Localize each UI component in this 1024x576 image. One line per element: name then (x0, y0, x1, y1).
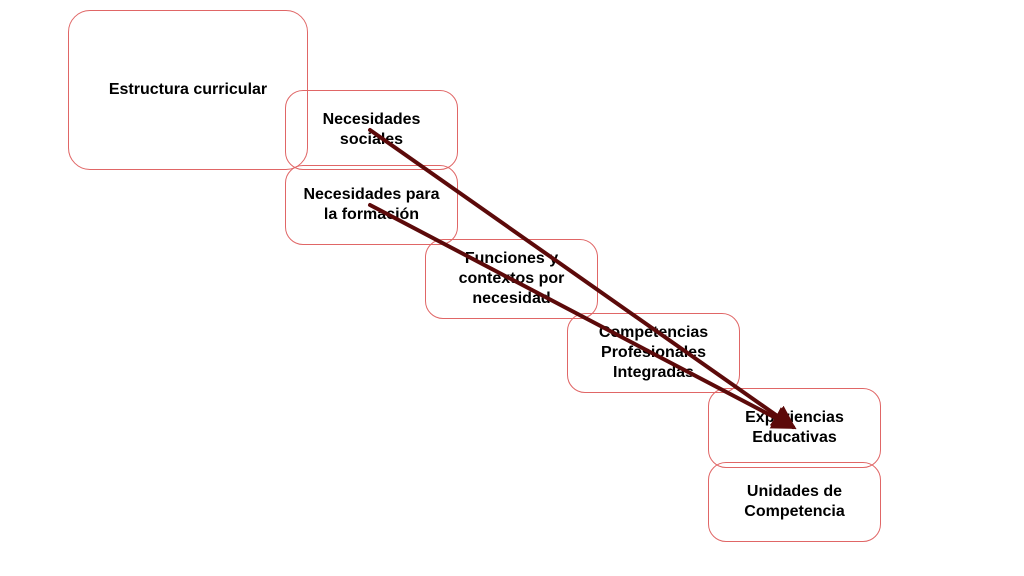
box-unidades-competencia: Unidades de Competencia (708, 462, 881, 542)
box-experiencias-educativas: Experiencias Educativas (708, 388, 881, 468)
box-label: Necesidades sociales (322, 111, 421, 148)
box-necesidades-sociales: Necesidades sociales (285, 90, 458, 170)
box-label: Necesidades para la formación (303, 186, 440, 223)
box-funciones-contextos: Funciones y contextos por necesidad (425, 239, 598, 319)
box-label: Experiencias Educativas (745, 409, 844, 446)
box-label: Competencias Profesionales Integradas (598, 324, 709, 381)
box-label: Unidades de Competencia (744, 483, 845, 520)
box-label: Funciones y contextos por necesidad (458, 250, 565, 307)
box-estructura-curricular: Estructura curricular (68, 10, 308, 170)
box-necesidades-formacion: Necesidades para la formación (285, 165, 458, 245)
box-competencias-profesionales: Competencias Profesionales Integradas (567, 313, 740, 393)
box-label: Estructura curricular (108, 81, 268, 98)
